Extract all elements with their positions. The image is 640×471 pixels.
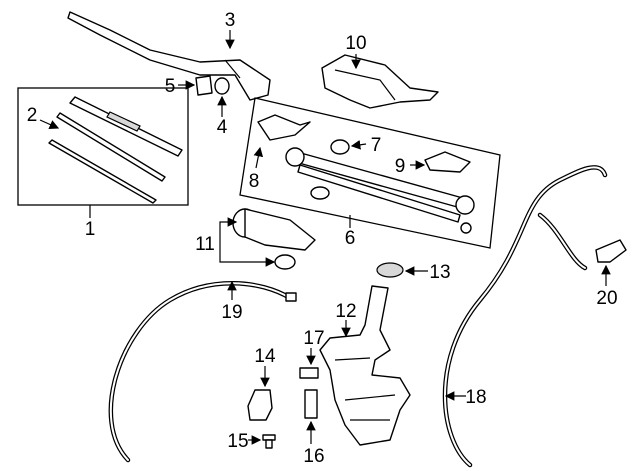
callout-12: 12 [335,301,356,322]
callout-16: 16 [303,446,324,467]
callout-13: 13 [429,262,450,283]
callout-7: 7 [371,135,382,156]
hose-connector [285,292,297,302]
reservoir-cap [376,262,404,278]
callout-5: 5 [165,76,176,97]
callout-20: 20 [596,288,617,309]
callout-19: 19 [221,302,242,323]
callout-11: 11 [195,234,215,255]
callout-14: 14 [254,346,276,367]
grommet [299,367,319,379]
callout-17: 17 [303,328,324,349]
callout-8: 8 [249,171,260,192]
washer-nozzle [595,239,627,263]
callout-18: 18 [465,387,486,408]
cowl-cover [321,54,439,109]
callout-4: 4 [217,117,228,138]
leader-lines [39,30,611,445]
pivot-cap [195,75,230,96]
washer-hose-front [108,281,293,463]
linkage-group-box [239,97,501,249]
washer-reservoir [319,285,411,446]
wiper-arm [67,11,271,101]
callout-2: 2 [27,105,38,126]
callout-6: 6 [345,228,356,249]
callout-3: 3 [225,10,236,31]
callout-15: 15 [227,431,248,452]
callout-1: 1 [85,219,96,240]
level-sensor [304,389,318,419]
callout-10: 10 [345,33,366,54]
wiper-blade [48,96,183,204]
wiper-linkage [257,114,475,234]
wiper-motor [232,208,316,270]
washer-pump [247,389,273,421]
callout-9: 9 [395,156,406,177]
blade-group-box [17,87,189,206]
screw [262,434,276,449]
